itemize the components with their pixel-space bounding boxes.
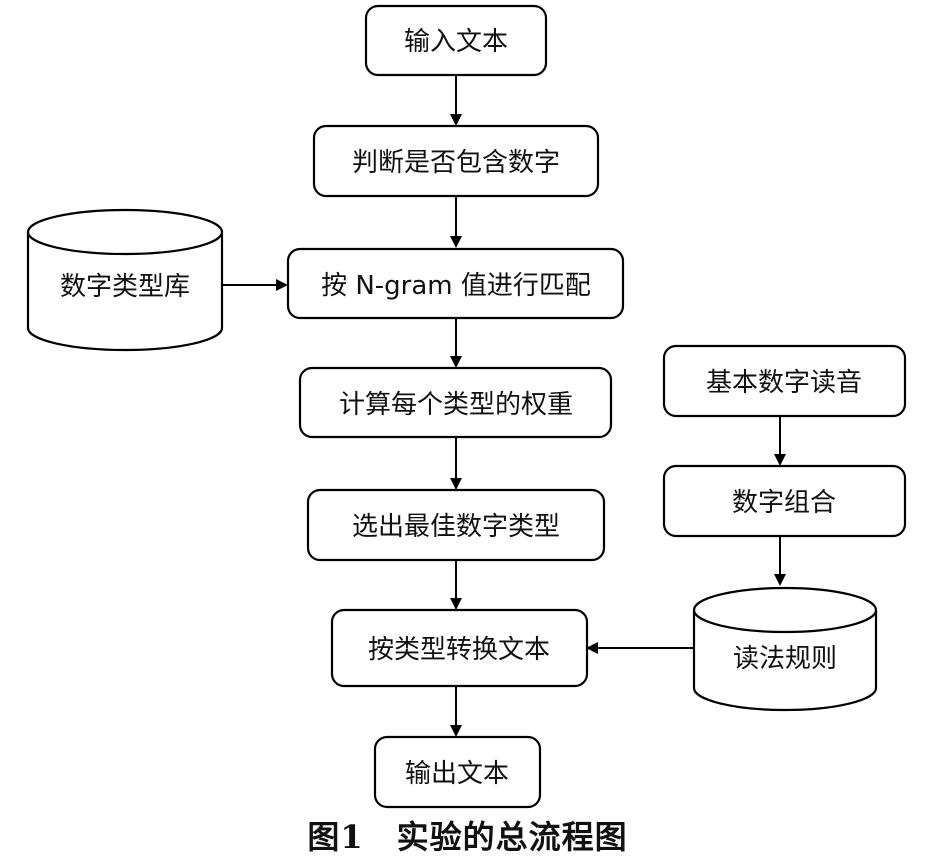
database-digit-type-label: 数字类型库 xyxy=(60,272,190,302)
process-check-digits: 判断是否包含数字 xyxy=(312,124,600,198)
process-digit-combo-label: 数字组合 xyxy=(732,488,836,518)
process-ngram-match-label: 按 N-gram 值进行匹配 xyxy=(321,271,591,301)
process-digit-combo: 数字组合 xyxy=(662,464,907,538)
process-check-digits-label: 判断是否包含数字 xyxy=(352,148,560,178)
process-basic-reading: 基本数字读音 xyxy=(662,344,907,418)
process-compute-weight: 计算每个类型的权重 xyxy=(298,366,613,439)
process-input-text-label: 输入文本 xyxy=(404,27,508,57)
process-select-type: 选出最佳数字类型 xyxy=(306,488,606,562)
figure-caption: 图1 实验的总流程图 xyxy=(307,818,628,856)
process-ngram-match: 按 N-gram 值进行匹配 xyxy=(286,247,625,320)
process-select-type-label: 选出最佳数字类型 xyxy=(352,512,560,542)
database-reading-rules-label: 读法规则 xyxy=(733,644,837,674)
process-input-text: 输入文本 xyxy=(364,4,548,77)
process-convert-text-label: 按类型转换文本 xyxy=(368,635,550,665)
process-basic-reading-label: 基本数字读音 xyxy=(706,368,862,398)
process-compute-weight-label: 计算每个类型的权重 xyxy=(339,390,573,420)
process-output-text-label: 输出文本 xyxy=(405,759,509,789)
process-convert-text: 按类型转换文本 xyxy=(330,608,589,688)
database-reading-rules: 读法规则 xyxy=(692,586,878,712)
process-output-text: 输出文本 xyxy=(373,735,542,809)
database-digit-type: 数字类型库 xyxy=(26,208,224,352)
